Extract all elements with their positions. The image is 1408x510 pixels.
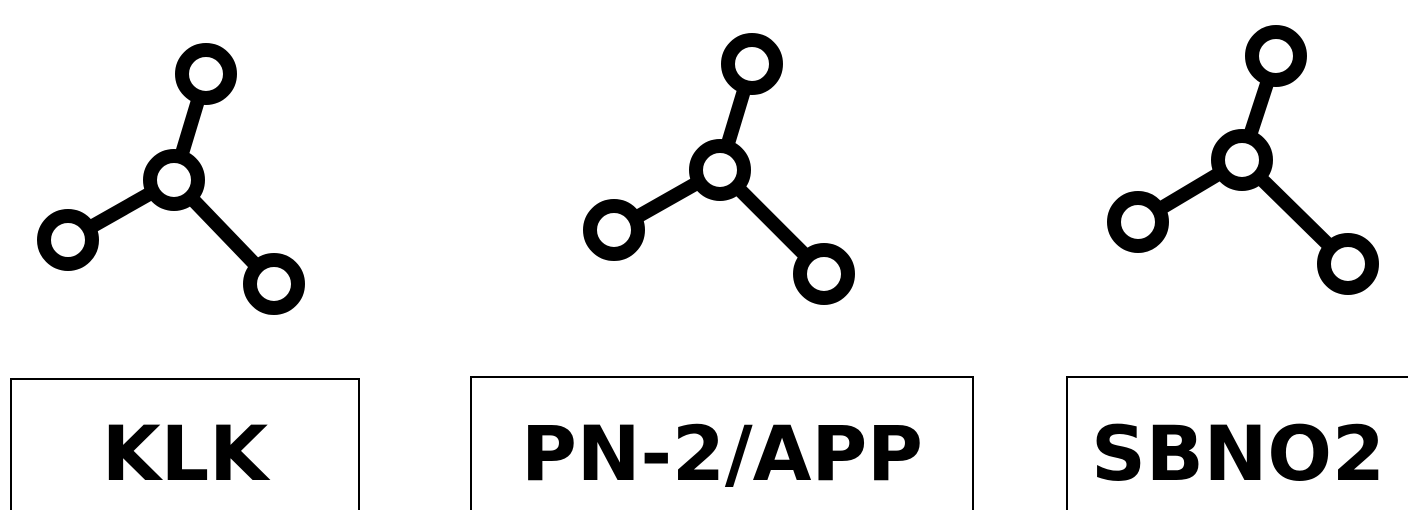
gene-label-box: SBNO2 [1066,376,1408,510]
gene-label-box: KLK [10,378,360,510]
gene-label: PN-2/APP [521,409,923,498]
molecule-network-icon [1107,25,1379,295]
molecule-network-icon [583,33,855,305]
gene-label: KLK [101,409,269,498]
molecule-network-icon [37,43,305,315]
gene-label-box: PN-2/APP [470,376,974,510]
gene-label: SBNO2 [1091,409,1385,498]
